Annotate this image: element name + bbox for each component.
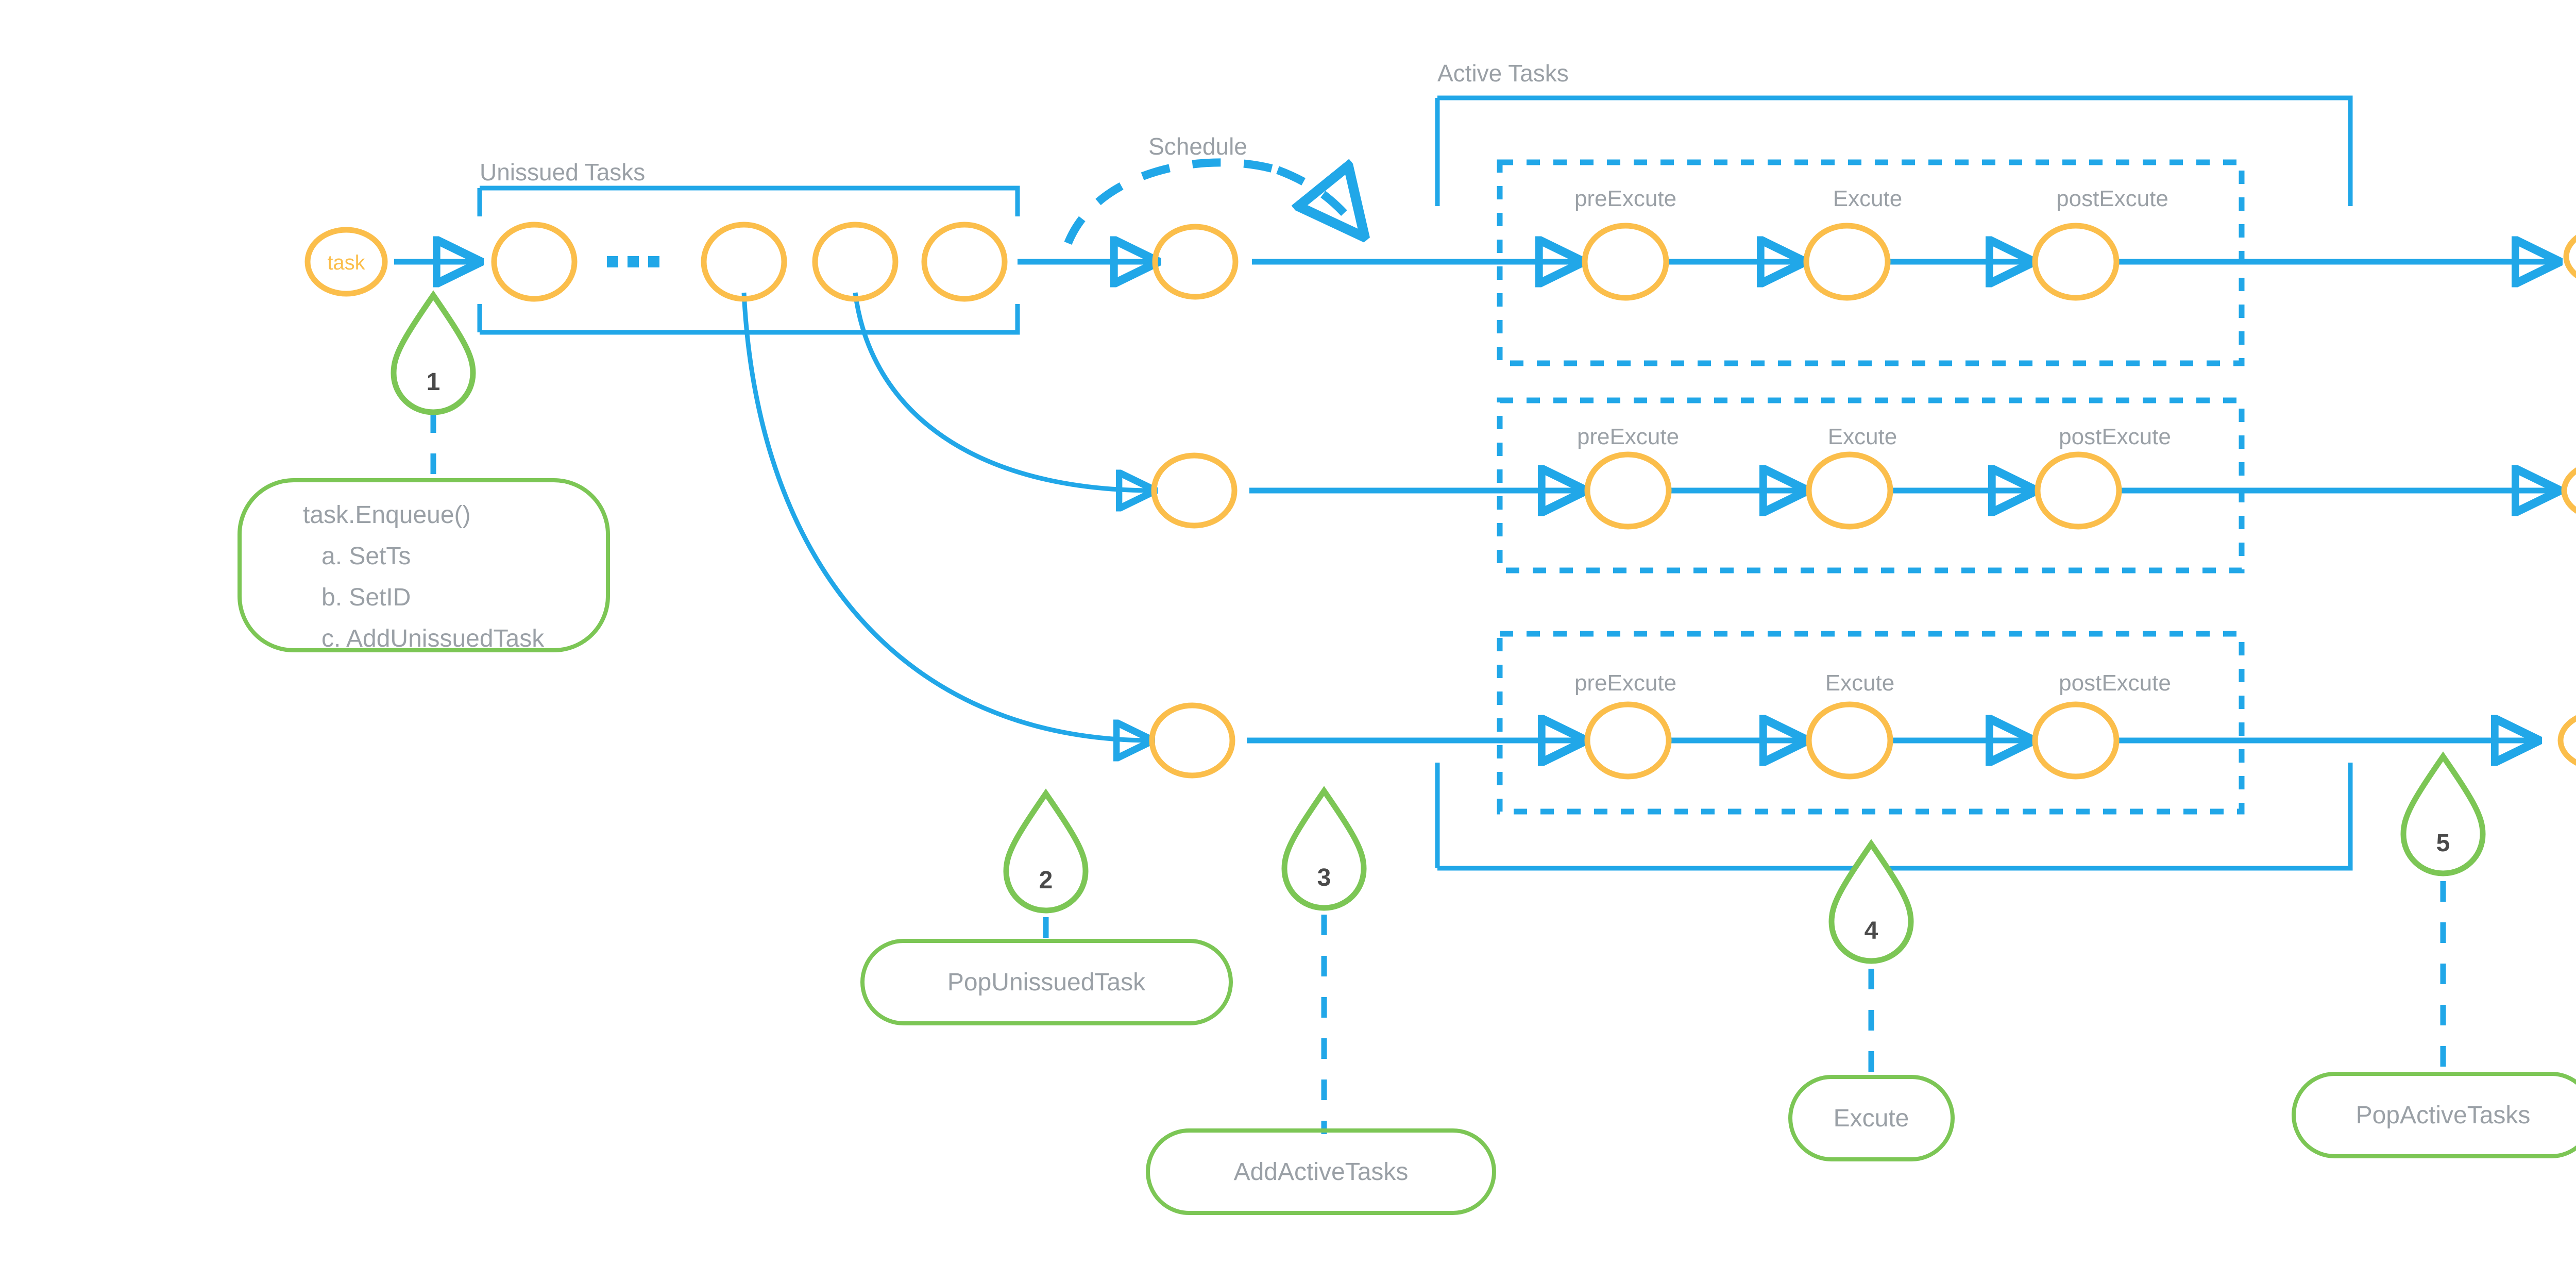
node-terminal-row3 [2557,715,2576,766]
node-unissued-2 [701,222,787,302]
label-excute-row1: Excute [1833,186,1903,211]
unissued-tasks-bracket [477,185,1020,335]
callout-enqueue-title: task.Enqueue() [303,501,471,529]
marker-label-4: 4 [1865,917,1878,944]
callout-excute-box [1788,1075,1955,1161]
node-postexcute-row1 [2032,223,2120,301]
pipeline-row-2 [1249,397,2558,573]
node-unissued-4 [921,222,1008,302]
label-preexcute-row3: preExcute [1574,670,1676,696]
marker-label-2: 2 [1039,867,1053,894]
node-preexcute-row2 [1584,451,1672,530]
node-intake-row2 [1151,452,1238,529]
callout-enqueue-step-c: c. AddUnissuedTask [321,625,545,652]
marker-pin-2 [1003,788,1089,914]
node-postexcute-row3 [2032,701,2120,780]
callout-excute-label: Excute [1834,1105,1909,1132]
edge-queue-to-row2 [853,292,1154,491]
label-unissued-tasks: Unissued Tasks [480,159,645,185]
callout-add-active-box [1146,1128,1496,1215]
label-excute-row2: Excute [1828,424,1897,449]
node-preexcute-row1 [1582,223,1669,301]
node-excute-row3 [1806,701,1893,780]
callout-pop-active-box [2292,1072,2576,1158]
node-unissued-3 [812,222,899,302]
pipeline-row-3 [1247,631,2537,815]
marker-pin-3 [1281,786,1367,911]
node-intake-row1 [1152,224,1239,300]
label-active-tasks: Active Tasks [1437,60,1569,87]
label-preexcute-row1: preExcute [1574,186,1676,211]
label-schedule: Schedule [1148,133,1247,160]
node-terminal-row1 [2563,234,2576,279]
callout-pop-unissued-label: PopUnissuedTask [947,969,1146,996]
label-postexcute-row2: postExcute [2059,424,2171,449]
active-tasks-bracket [1435,95,2353,871]
label-postexcute-row3: postExcute [2059,670,2171,696]
marker-label-1: 1 [427,368,440,396]
node-task [304,227,388,297]
edge-queue-to-row3 [741,292,1151,740]
node-terminal-row2 [2561,467,2576,514]
marker-pin-1 [391,290,476,415]
queue-ellipsis [607,256,659,267]
node-excute-row1 [1803,223,1891,301]
node-excute-row2 [1806,451,1893,530]
callout-enqueue-step-a: a. SetTs [321,543,411,570]
callout-enqueue-box [238,478,610,652]
node-preexcute-row3 [1584,701,1672,780]
callout-enqueue-step-b: b. SetID [321,584,411,611]
marker-label-3: 3 [1317,864,1331,891]
node-unissued-1 [491,222,578,302]
marker-pin-4 [1828,839,1914,964]
callout-pop-unissued-box [860,939,1233,1025]
pipeline-row-1 [1252,159,2558,366]
callout-add-active-label: AddActiveTasks [1234,1158,1409,1186]
label-task-node: task [327,251,365,274]
marker-label-5: 5 [2436,830,2450,857]
label-postexcute-row1: postExcute [2056,186,2168,211]
marker-pin-5 [2400,751,2486,876]
callout-pop-active-label: PopActiveTasks [2356,1102,2531,1129]
node-postexcute-row2 [2035,451,2122,530]
schedule-arc [1064,158,1359,243]
node-intake-row3 [1149,702,1235,779]
label-preexcute-row2: preExcute [1577,424,1679,449]
label-excute-row3: Excute [1825,670,1895,696]
